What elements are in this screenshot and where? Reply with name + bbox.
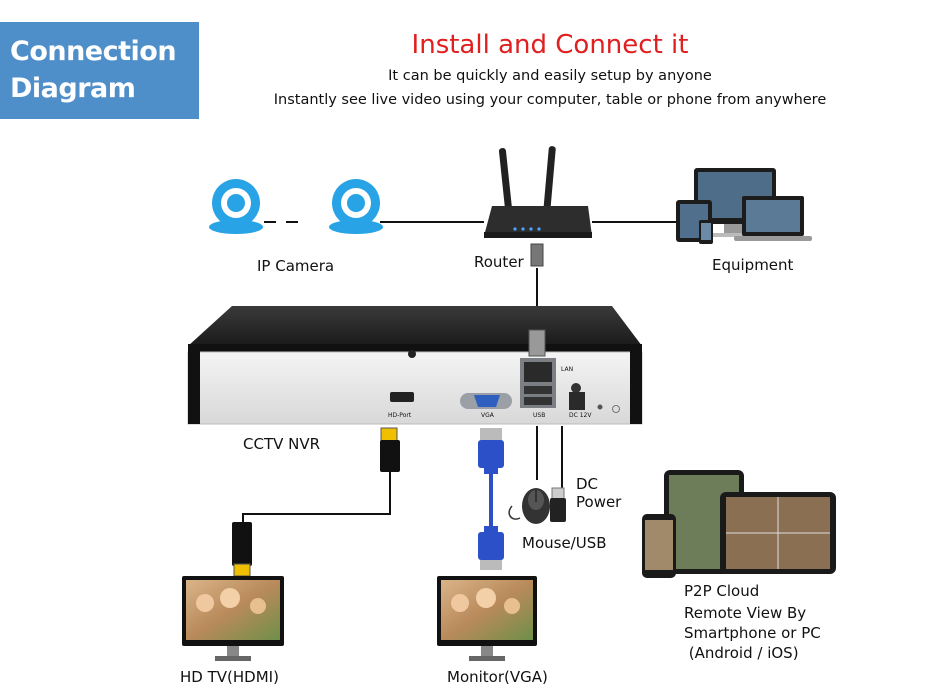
label-cctv-nvr: CCTV NVR [243,435,321,453]
port-label-usb: USB [533,412,546,419]
label-p2p-line4: (Android / iOS) [684,644,799,662]
vga-connector-bottom [478,526,504,570]
section-badge: Connection Diagram [0,22,199,119]
p2p-devices-icon [642,470,836,578]
hdmi-cable-line [242,470,391,522]
badge-line-2: Diagram [10,73,136,104]
badge-line-1: Connection [10,36,177,67]
ip-camera-icon [209,179,263,234]
hdtv-icon [182,576,284,661]
ip-camera-icon [329,179,383,234]
hdmi-connector-top [380,427,400,472]
label-equipment: Equipment [712,256,794,274]
vga-connector-top [478,428,504,474]
port-label-lan: LAN [561,366,574,373]
mouse-icon [508,488,550,524]
label-p2p-line3: Smartphone or PC [684,624,821,642]
label-monitor: Monitor(VGA) [447,668,548,686]
monitor-icon [437,576,537,661]
label-router: Router [474,253,524,271]
port-label-hdmi: HD-Port [388,412,412,419]
usb-stick-icon [550,487,566,522]
page-title: Install and Connect it [411,30,689,60]
label-p2p-line2: Remote View By [684,604,807,622]
label-dc-power-line2: Power [576,493,622,511]
port-label-vga: VGA [481,412,494,419]
hdmi-connector-bottom [232,522,252,577]
port-label-dc: DC 12V [569,412,592,419]
label-mouse-usb: Mouse/USB [522,534,607,552]
label-ip-camera: IP Camera [257,257,335,275]
nvr-device-icon [187,306,643,425]
label-hdtv: HD TV(HDMI) [180,668,279,686]
label-p2p-line1: P2P Cloud [684,582,760,600]
label-dc-power-line1: DC [576,475,599,493]
equipment-icon [676,168,812,244]
router-icon [484,146,592,267]
subtitle-2: Instantly see live video using your comp… [273,92,827,108]
connection-lines [242,221,676,530]
subtitle-1: It can be quickly and easily setup by an… [388,68,712,84]
